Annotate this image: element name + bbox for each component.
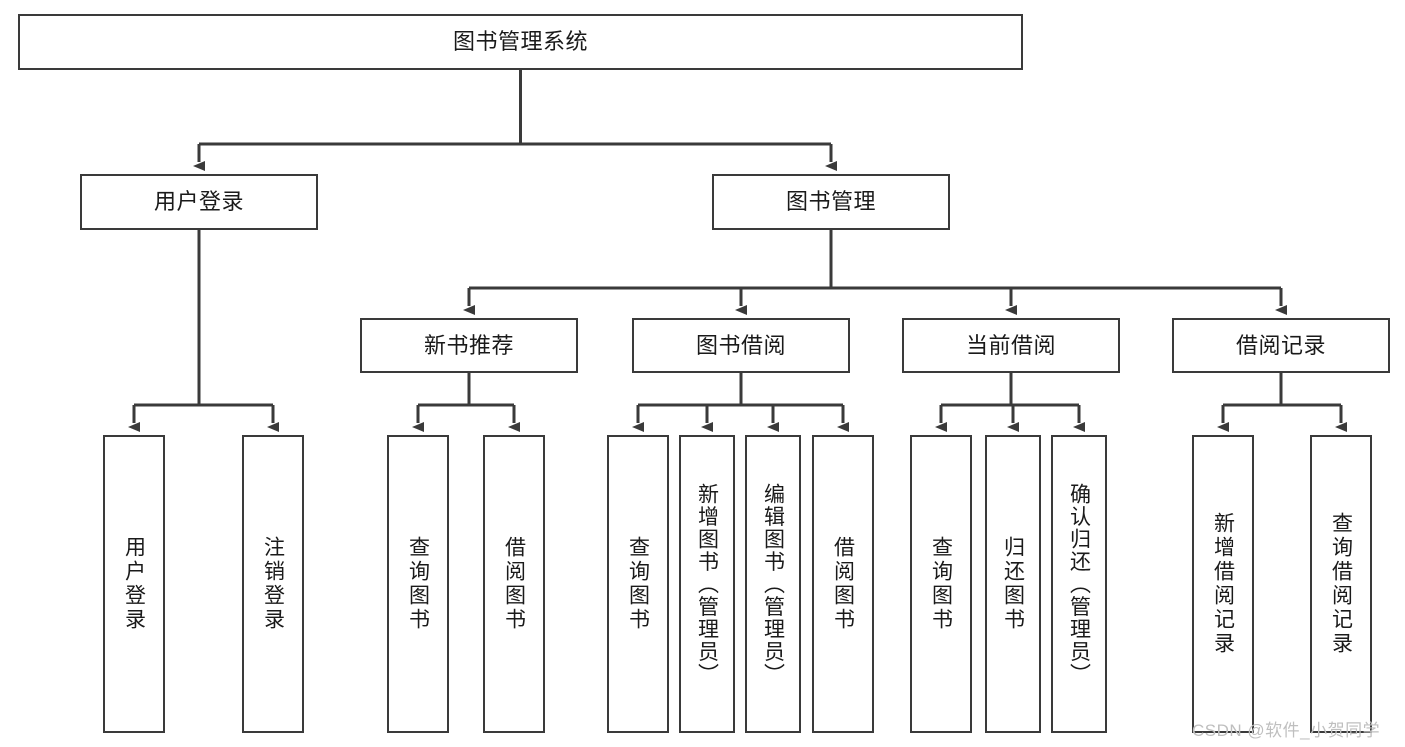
node-leaf-query-book-2[interactable]: 查询图书 [607,435,669,733]
node-book-borrow[interactable]: 图书借阅 [632,318,850,373]
node-borrow-record[interactable]: 借阅记录 [1172,318,1390,373]
node-label: 借阅图书 [831,536,855,632]
node-label: 用户登录 [153,189,244,215]
node-label: 图书管理系统 [452,29,588,55]
node-leaf-add-book[interactable]: 新增图书（管理员） [679,435,735,733]
node-leaf-query-book-1[interactable]: 查询图书 [387,435,449,733]
node-leaf-add-borrow-record[interactable]: 新增借阅记录 [1192,435,1254,733]
node-label: 查询图书 [929,536,953,632]
node-label: 注销登录 [261,536,285,632]
node-label: 图书管理 [785,189,876,215]
node-label: 借阅记录 [1235,332,1326,358]
node-leaf-return-book[interactable]: 归还图书 [985,435,1041,733]
node-label: 查询图书 [406,536,430,632]
node-current-borrow[interactable]: 当前借阅 [902,318,1120,373]
node-label: 用户登录 [122,536,146,632]
node-leaf-logout[interactable]: 注销登录 [242,435,304,733]
node-label: 新书推荐 [423,332,514,358]
node-user-login[interactable]: 用户登录 [80,174,318,230]
node-label: 图书借阅 [695,332,786,358]
node-label: 新增图书（管理员） [695,482,719,686]
node-book-manage[interactable]: 图书管理 [712,174,950,230]
node-leaf-query-book-3[interactable]: 查询图书 [910,435,972,733]
node-new-book-recommend[interactable]: 新书推荐 [360,318,578,373]
node-leaf-confirm-return[interactable]: 确认归还（管理员） [1051,435,1107,733]
node-leaf-borrow-book-1[interactable]: 借阅图书 [483,435,545,733]
node-label: 当前借阅 [965,332,1056,358]
node-leaf-borrow-book-2[interactable]: 借阅图书 [812,435,874,733]
node-label: 新增借阅记录 [1211,512,1235,656]
node-label: 归还图书 [1001,536,1025,632]
node-label: 查询借阅记录 [1329,512,1353,656]
node-label: 借阅图书 [502,536,526,632]
node-leaf-query-borrow-record[interactable]: 查询借阅记录 [1310,435,1372,733]
node-label: 编辑图书（管理员） [761,482,785,686]
node-label: 查询图书 [626,536,650,632]
node-root[interactable]: 图书管理系统 [18,14,1023,70]
node-label: 确认归还（管理员） [1067,482,1091,686]
csdn-watermark: CSDN @软件_小贺同学 [1192,721,1381,740]
node-leaf-edit-book[interactable]: 编辑图书（管理员） [745,435,801,733]
node-leaf-user-login[interactable]: 用户登录 [103,435,165,733]
